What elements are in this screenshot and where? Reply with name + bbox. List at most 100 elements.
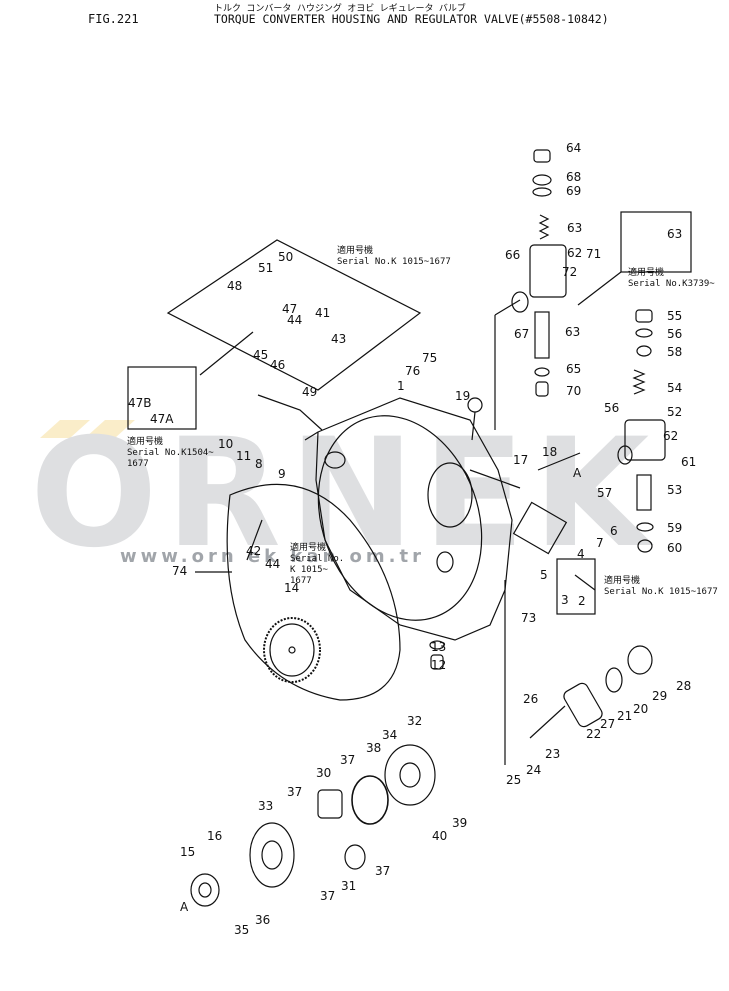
part-callout-39: 39 (452, 816, 467, 830)
part-callout-56: 56 (604, 401, 619, 415)
gasket-75 (226, 483, 401, 701)
part-callout-26: 26 (523, 692, 538, 706)
part-callout-57: 57 (597, 486, 612, 500)
inset-box-upper-left (166, 239, 422, 391)
part-callout-32: 32 (407, 714, 422, 728)
cover-5 (512, 501, 568, 555)
part-callout-71: 71 (586, 247, 601, 261)
part-callout-21: 21 (617, 709, 632, 723)
o-ring-58 (617, 445, 633, 465)
part-callout-47b: 47B (128, 396, 152, 410)
part-callout-63: 63 (567, 221, 582, 235)
filter-22 (563, 682, 603, 728)
inset-box-2-3 (556, 558, 596, 615)
part-callout-20: 20 (633, 702, 648, 716)
part-callout-31: 31 (341, 879, 356, 893)
part-callout-1: 1 (397, 379, 405, 393)
serial-note-right: 適用号機 Serial No.K 1015~1677 (604, 576, 718, 597)
spool-53 (636, 474, 652, 511)
part-callout-19: 19 (455, 389, 470, 403)
part-callout-34: 34 (382, 728, 397, 742)
part-callout-9: 9 (278, 467, 286, 481)
part-callout-62: 62 (663, 429, 678, 443)
part-callout-37: 37 (320, 889, 335, 903)
part-callout-41: 41 (315, 306, 330, 320)
part-callout-60: 60 (667, 541, 682, 555)
part-callout-42: 42 (246, 544, 261, 558)
part-callout-23: 23 (545, 747, 560, 761)
part-callout-75: 75 (422, 351, 437, 365)
part-callout-65: 65 (566, 362, 581, 376)
part-callout-67: 67 (514, 327, 529, 341)
spring-54 (632, 369, 646, 395)
part-callout-59: 59 (667, 521, 682, 535)
part-callout-62: 62 (567, 246, 582, 260)
spring-64 (538, 214, 550, 240)
part-callout-52: 52 (667, 405, 682, 419)
part-callout-17: 17 (513, 453, 528, 467)
spool-63 (534, 311, 550, 359)
part-callout-18: 18 (542, 445, 557, 459)
part-callout-16: 16 (207, 829, 222, 843)
part-callout-63: 63 (565, 325, 580, 339)
watermark-url: www.orn ek kan om.tr (120, 546, 425, 567)
part-callout-69: 69 (566, 184, 581, 198)
part-callout-61: 61 (681, 455, 696, 469)
part-callout-24: 24 (526, 763, 541, 777)
o-ring-68 (511, 291, 529, 313)
plug-12 (430, 654, 444, 670)
part-callout-25: 25 (506, 773, 521, 787)
o-ring-38 (351, 775, 389, 825)
part-callout-44: 44 (265, 557, 280, 571)
part-callout-11: 11 (236, 449, 251, 463)
serial-note-47-left: 適用号機 Serial No.K1504~ 1677 (127, 437, 214, 469)
view-arrow-label: A (180, 900, 189, 914)
part-callout-14: 14 (284, 581, 299, 595)
part-callout-44: 44 (287, 313, 302, 327)
regulator-valve-body-62 (529, 244, 567, 298)
inset-box-63 (620, 211, 692, 273)
serial-note-63: 適用号機 Serial No.K3739~ (628, 268, 715, 289)
part-callout-72: 72 (562, 265, 577, 279)
pump-body-32 (384, 744, 436, 806)
part-callout-64: 64 (566, 141, 581, 155)
part-callout-48: 48 (227, 279, 242, 293)
part-callout-33: 33 (258, 799, 273, 813)
converter-housing (315, 397, 513, 641)
part-callout-28: 28 (676, 679, 691, 693)
part-callout-27: 27 (600, 717, 615, 731)
part-callout-2: 2 (578, 594, 586, 608)
part-callout-15: 15 (180, 845, 195, 859)
part-callout-40: 40 (432, 829, 447, 843)
part-callout-13: 13 (431, 640, 446, 654)
part-callout-66: 66 (505, 248, 520, 262)
part-callout-38: 38 (366, 741, 381, 755)
part-callout-76: 76 (405, 364, 420, 378)
plug-65 (533, 149, 551, 163)
part-callout-47: 47 (282, 302, 297, 316)
rod-23 (529, 705, 566, 739)
part-callout-70: 70 (566, 384, 581, 398)
part-callout-51: 51 (258, 261, 273, 275)
bearing-15 (190, 873, 220, 907)
part-callout-49: 49 (302, 385, 317, 399)
part-callout-4: 4 (577, 547, 585, 561)
serial-note-upper-left: 適用号機 Serial No.K 1015~1677 (337, 246, 451, 267)
part-callout-29: 29 (652, 689, 667, 703)
part-callout-22: 22 (586, 727, 601, 741)
part-callout-68: 68 (566, 170, 581, 184)
part-callout-37: 37 (287, 785, 302, 799)
pump-cover-33 (249, 822, 295, 888)
valve-body-52 (624, 419, 666, 461)
cap-20 (627, 645, 653, 675)
part-callout-58: 58 (667, 345, 682, 359)
part-callout-37: 37 (375, 864, 390, 878)
part-callout-7: 7 (596, 536, 604, 550)
part-callout-12: 12 (431, 658, 446, 672)
part-callout-36: 36 (255, 913, 270, 927)
part-callout-43: 43 (331, 332, 346, 346)
part-callout-6: 6 (610, 524, 618, 538)
part-callout-30: 30 (316, 766, 331, 780)
part-callout-74: 74 (172, 564, 187, 578)
